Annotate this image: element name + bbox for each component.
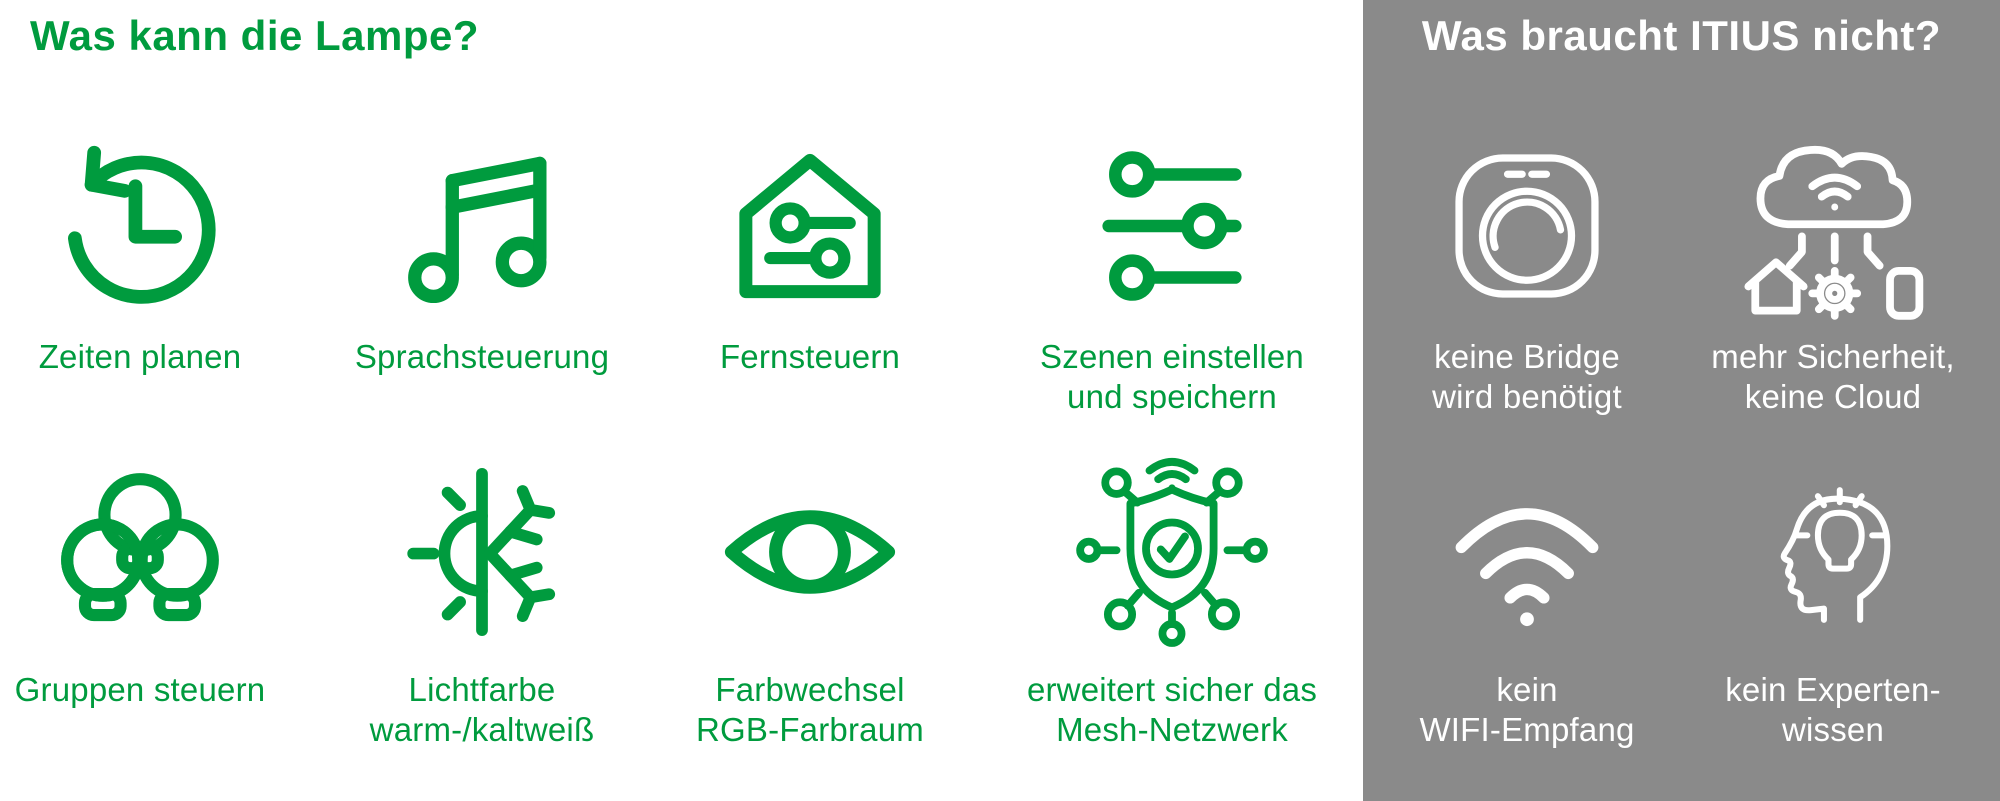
house-sliders-icon bbox=[726, 128, 894, 323]
wifi-icon bbox=[1443, 448, 1611, 656]
cloud-devices-icon bbox=[1738, 128, 1928, 323]
feature-item: Sprachsteuerung bbox=[312, 128, 652, 377]
feature-label: keine Bridge wird benötigt bbox=[1432, 338, 1622, 415]
feature-item: mehr Sicherheit, keine Cloud bbox=[1683, 128, 1983, 417]
feature-item: erweitert sicher das Mesh-Netzwerk bbox=[992, 448, 1352, 750]
mesh-shield-icon bbox=[1068, 448, 1276, 656]
feature-label: Zeiten planen bbox=[38, 338, 242, 375]
feature-label: mehr Sicherheit, keine Cloud bbox=[1711, 338, 1955, 415]
left-section-title: Was kann die Lampe? bbox=[30, 12, 480, 59]
bridge-device-icon bbox=[1438, 128, 1616, 323]
feature-label: Gruppen steuern bbox=[14, 671, 266, 708]
bulb-group-icon bbox=[51, 448, 229, 656]
feature-label: Lichtfarbe warm-/kaltweiß bbox=[369, 671, 595, 748]
feature-item: Lichtfarbe warm-/kaltweiß bbox=[312, 448, 652, 750]
feature-label: Szenen einstellen und speichern bbox=[1040, 338, 1304, 415]
feature-item: kein Experten- wissen bbox=[1683, 448, 1983, 750]
feature-label: Sprachsteuerung bbox=[354, 338, 610, 375]
feature-label: kein WIFI-Empfang bbox=[1419, 671, 1635, 748]
feature-item: Fernsteuern bbox=[650, 128, 970, 377]
history-clock-icon bbox=[56, 128, 224, 323]
feature-label: kein Experten- wissen bbox=[1725, 671, 1941, 748]
right-section-title: Was braucht ITIUS nicht? bbox=[1421, 12, 1942, 59]
feature-item: Zeiten planen bbox=[0, 128, 280, 377]
feature-item: keine Bridge wird benötigt bbox=[1377, 128, 1677, 417]
feature-item: kein WIFI-Empfang bbox=[1377, 448, 1677, 750]
eye-icon bbox=[720, 448, 900, 656]
right-section-background bbox=[1363, 0, 2000, 801]
feature-item: Farbwechsel RGB-Farbraum bbox=[650, 448, 970, 750]
feature-label: Fernsteuern bbox=[719, 338, 901, 375]
feature-label: erweitert sicher das Mesh-Netzwerk bbox=[1026, 671, 1318, 748]
feature-label: Farbwechsel RGB-Farbraum bbox=[696, 671, 924, 748]
expert-head-icon bbox=[1750, 448, 1916, 656]
feature-item: Gruppen steuern bbox=[0, 448, 280, 710]
feature-item: Szenen einstellen und speichern bbox=[992, 128, 1352, 417]
music-note-icon bbox=[396, 128, 568, 323]
warm-cold-icon bbox=[396, 448, 568, 656]
scene-sliders-icon bbox=[1091, 128, 1253, 323]
